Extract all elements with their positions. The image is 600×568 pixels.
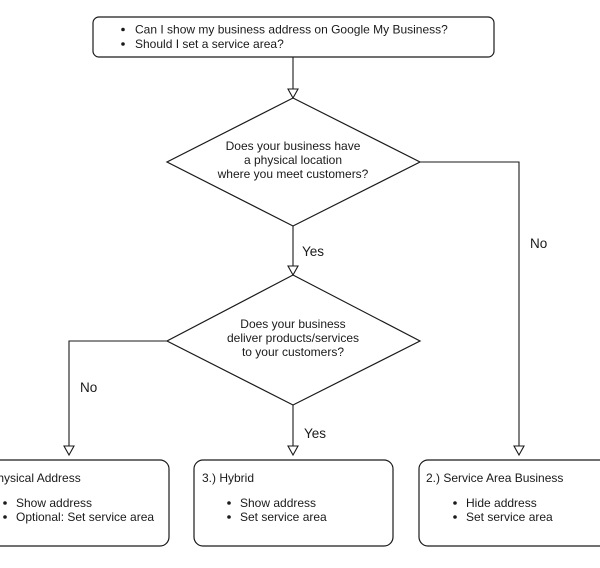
- decision1-node: Does your business have a physical locat…: [167, 98, 420, 226]
- start-bullet-2: Should I set a service area?: [135, 37, 284, 51]
- edge-decision2-no: [64, 341, 167, 455]
- decision2-node: Does your business deliver products/serv…: [167, 275, 420, 405]
- decision1-line-1: Does your business have: [226, 139, 361, 153]
- outcome-physical-bullet-1: Show address: [16, 496, 92, 510]
- arrowhead-icon: [288, 89, 298, 98]
- edge-start-to-decision1: [288, 57, 298, 98]
- bullet-icon: [227, 501, 231, 505]
- decision2-line-1: Does your business: [240, 317, 345, 331]
- outcome-service-area: 2.) Service Area Business Hide address S…: [419, 460, 600, 546]
- outcome-service-area-bullet-2: Set service area: [466, 510, 553, 524]
- outcome-physical-title: 1.) Physical Address: [0, 471, 81, 485]
- decision1-line-3: where you meet customers?: [217, 167, 369, 181]
- bullet-icon: [227, 515, 231, 519]
- edge-label-decision1-yes: Yes: [302, 244, 324, 259]
- outcome-hybrid-title: 3.) Hybrid: [202, 471, 254, 485]
- outcome-physical-address: 1.) Physical Address Show address Option…: [0, 460, 169, 546]
- edge-label-decision2-yes: Yes: [304, 426, 326, 441]
- edge-decision1-no: [420, 162, 524, 455]
- bullet-icon: [121, 42, 125, 46]
- edge-label-decision1-no: No: [530, 236, 547, 251]
- bullet-icon: [453, 501, 457, 505]
- bullet-icon: [121, 28, 125, 32]
- arrowhead-icon: [64, 446, 74, 455]
- edge-label-decision2-no: No: [80, 380, 97, 395]
- outcome-hybrid-bullet-1: Show address: [240, 496, 316, 510]
- bullet-icon: [453, 515, 457, 519]
- decision1-line-2: a physical location: [244, 153, 342, 167]
- decision2-line-3: to your customers?: [242, 345, 344, 359]
- arrowhead-icon: [514, 446, 524, 455]
- outcome-service-area-title: 2.) Service Area Business: [426, 471, 563, 485]
- outcome-hybrid: 3.) Hybrid Show address Set service area: [194, 460, 393, 546]
- edge-decision1-yes: [288, 226, 298, 275]
- outcome-service-area-bullet-1: Hide address: [466, 496, 537, 510]
- outcome-physical-bullet-2: Optional: Set service area: [16, 510, 154, 524]
- arrowhead-icon: [288, 266, 298, 275]
- bullet-icon: [3, 515, 7, 519]
- bullet-icon: [3, 501, 7, 505]
- edge-decision2-yes: [288, 405, 298, 455]
- start-bullet-1: Can I show my business address on Google…: [135, 23, 448, 37]
- decision2-line-2: deliver products/services: [227, 331, 359, 345]
- outcome-hybrid-bullet-2: Set service area: [240, 510, 327, 524]
- start-node: Can I show my business address on Google…: [93, 17, 494, 57]
- arrowhead-icon: [288, 446, 298, 455]
